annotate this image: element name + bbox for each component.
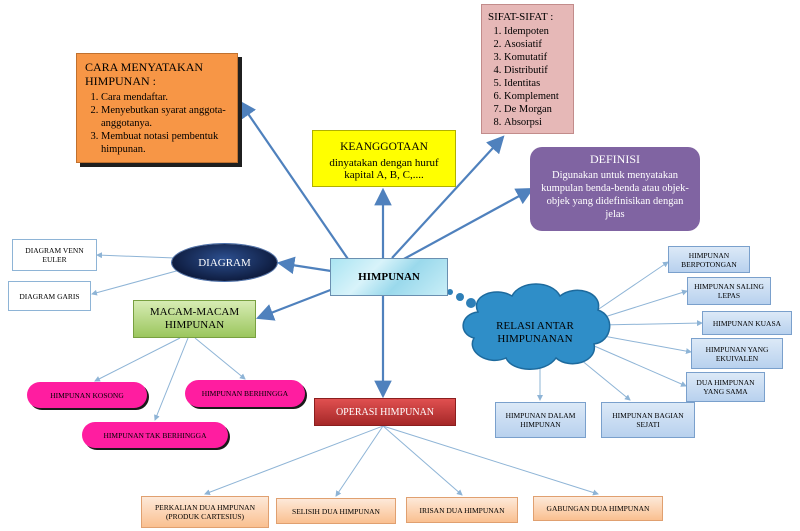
diagram-garis-label: DIAGRAM GARIS (19, 291, 80, 301)
definisi-text: Digunakan untuk menyatakan kumpulan bend… (541, 170, 689, 220)
keanggotaan-line2: kapital A, B, C,.... (344, 169, 424, 181)
berpotongan-label: HIMPUNAN BERPOTONGAN (681, 250, 737, 269)
relasi-cloud (462, 283, 611, 370)
keanggotaan-box: KEANGGOTAAN dinyatakan dengan huruf kapi… (312, 130, 456, 187)
sifat-item: Distributif (504, 64, 567, 77)
sifat-sifat-box: SIFAT-SIFAT : Idempoten Asosiatif Komuta… (481, 4, 574, 134)
irisan-box: IRISAN DUA HIMPUNAN (406, 497, 518, 523)
selisih-label: SELISIH DUA HIMPUNAN (292, 506, 380, 516)
kuasa-box: HIMPUNAN KUASA (702, 311, 792, 335)
link-to-diagram (276, 256, 332, 275)
sifat-item: Identitas (504, 77, 567, 90)
cara-menyatakan-box: CARA MENYATAKAN HIMPUNAN : Cara mendafta… (76, 53, 238, 163)
berhingga-label: HIMPUNAN BERHINGGA (201, 389, 289, 398)
cara-item: Membuat notasi pembentuk himpunan. (101, 130, 229, 156)
diagram-node: DIAGRAM (172, 244, 277, 281)
macam-macam-node: MACAM-MACAM HIMPUNAN (133, 300, 256, 338)
irisan-label: IRISAN DUA HIMPUNAN (419, 505, 505, 515)
saling-lepas-box: HIMPUNAN SALING LEPAS (687, 277, 771, 305)
sifat-item: Komplement (504, 90, 567, 103)
diagram-venn-box: DIAGRAM VENN EULER (12, 239, 97, 271)
cara-item: Cara mendaftar. (101, 91, 229, 104)
cara-item: Menyebutkan syarat anggota-anggotanya. (101, 104, 229, 130)
link-to-definisi (401, 187, 534, 261)
cara-list: Cara mendaftar. Menyebutkan syarat anggo… (85, 91, 229, 156)
sifat-title: SIFAT-SIFAT : (488, 11, 554, 23)
berpotongan-box: HIMPUNAN BERPOTONGAN (668, 246, 750, 273)
gabungan-box: GABUNGAN DUA HIMPUNAN (533, 496, 663, 521)
sifat-item: Komutatif (504, 51, 567, 64)
definisi-box: DEFINISI Digunakan untuk menyatakan kump… (530, 147, 700, 231)
selisih-box: SELISIH DUA HIMPUNAN (276, 498, 396, 524)
bagian-label: HIMPUNAN BAGIAN SEJATI (612, 411, 684, 429)
sifat-item: Idempoten (504, 25, 567, 38)
keanggotaan-title: KEANGGOTAAN (340, 141, 428, 153)
perkalian-label: PERKALIAN DUA HMPUNAN (PRODUK CARTESIUS) (154, 503, 255, 521)
keanggotaan-line1: dinyatakan dengan huruf (329, 157, 439, 169)
sifat-list: Idempoten Asosiatif Komutatif Distributi… (488, 25, 567, 129)
saling-lepas-label: HIMPUNAN SALING LEPAS (694, 282, 764, 300)
link-to-macam (255, 287, 334, 321)
central-node-label: HIMPUNAN (358, 271, 420, 283)
kuasa-label: HIMPUNAN KUASA (712, 318, 782, 328)
himpunan-bagian-box: HIMPUNAN BAGIAN SEJATI (601, 402, 695, 438)
diagram-venn-label: DIAGRAM VENN EULER (25, 246, 84, 264)
macam-label: MACAM-MACAM HIMPUNAN (149, 306, 240, 331)
himpunan-dalam-box: HIMPUNAN DALAM HIMPUNAN (495, 402, 586, 438)
kosong-label: HIMPUNAN KOSONG (50, 390, 124, 400)
definisi-title: DEFINISI (590, 152, 640, 166)
dua-himpunan-sama-box: DUA HIMPUNAN YANG SAMA (686, 372, 765, 402)
diagram-label: DIAGRAM (198, 256, 251, 269)
operasi-node: OPERASI HIMPUNAN (314, 398, 456, 426)
tak-berhingga-label: HIMPUNAN TAK BERHINGGA (103, 430, 207, 440)
sifat-item: Absorpsi (504, 116, 567, 129)
himpunan-tak-berhingga-pill: HIMPUNAN TAK BERHINGGA (82, 422, 228, 448)
dalam-label: HIMPUNAN DALAM HIMPUNAN (505, 411, 576, 429)
himpunan-kosong-pill: HIMPUNAN KOSONG (27, 382, 147, 408)
sifat-item: Asosiatif (504, 38, 567, 51)
gabungan-label: GABUNGAN DUA HIMPUNAN (546, 504, 650, 513)
link-to-cara (238, 100, 351, 263)
perkalian-box: PERKALIAN DUA HMPUNAN (PRODUK CARTESIUS) (141, 496, 269, 528)
diagram-garis-box: DIAGRAM GARIS (8, 281, 91, 311)
relasi-label: RELASI ANTAR HIMPUNANAN (496, 320, 574, 345)
operasi-label: OPERASI HIMPUNAN (335, 406, 435, 418)
central-node-himpunan: HIMPUNAN (330, 258, 448, 296)
ekuivalen-box: HIMPUNAN YANG EKUIVALEN (691, 338, 783, 369)
cara-title: CARA MENYATAKAN HIMPUNAN : (85, 60, 204, 88)
himpunan-berhingga-pill: HIMPUNAN BERHINGGA (185, 380, 305, 407)
ekuivalen-label: HIMPUNAN YANG EKUIVALEN (705, 344, 769, 363)
link-to-sifat (391, 135, 505, 259)
sifat-item: De Morgan (504, 103, 567, 116)
sama-label: DUA HIMPUNAN YANG SAMA (696, 378, 755, 396)
